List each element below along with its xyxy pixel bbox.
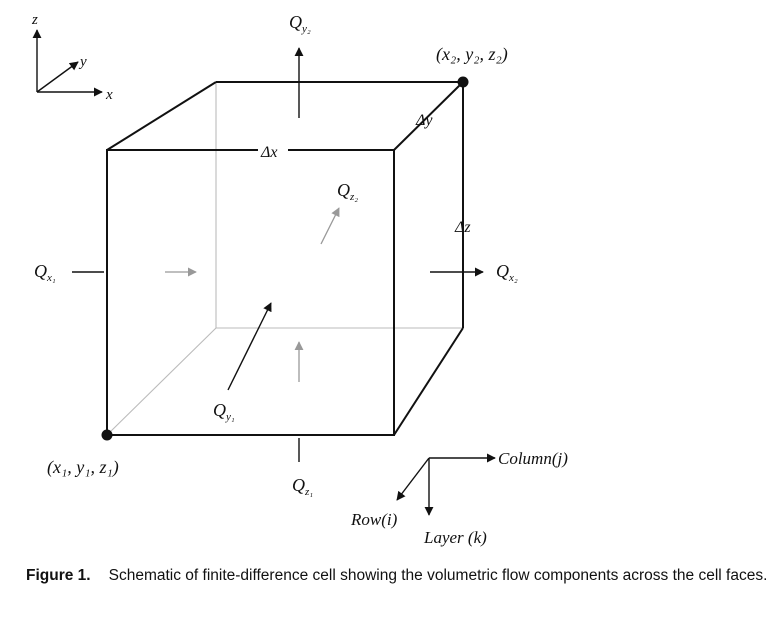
upper-corner-point bbox=[457, 76, 469, 88]
layer-axis-label: Layer (k) bbox=[423, 528, 487, 547]
x-axis-label: x bbox=[105, 87, 113, 103]
row-axis-arrow bbox=[396, 457, 430, 501]
qx2-label: Qx₂ bbox=[496, 261, 518, 284]
qy2-label: Qy₂ bbox=[289, 12, 311, 35]
qy1-arrow bbox=[227, 302, 272, 391]
lower-corner-label: (x₁, y₁, z₁) bbox=[47, 457, 119, 478]
upper-corner-label: (x₂, y₂, z₂) bbox=[436, 44, 508, 65]
axes-indicator: z x y bbox=[31, 12, 113, 103]
figure-caption: Figure 1. Schematic of finite-difference … bbox=[26, 566, 771, 586]
delta-z-label: Δz bbox=[454, 219, 471, 236]
bottom-right-edge bbox=[393, 327, 464, 436]
qx1-label: Qx₁ bbox=[34, 261, 56, 284]
hidden-edges bbox=[106, 82, 463, 436]
flow-arrows bbox=[72, 47, 484, 462]
figure-caption-label: Figure 1. bbox=[26, 567, 91, 584]
top-left-edge bbox=[106, 81, 217, 151]
qy1-label: Qy₁ bbox=[213, 400, 235, 423]
y-axis-label: y bbox=[78, 54, 87, 70]
finite-difference-cell-diagram: z x y (x₁, y₁, z₁) (x₂, y₂, z₂) Δx Δy Δz bbox=[31, 12, 568, 547]
z-axis-label: z bbox=[31, 12, 38, 28]
qz2-label: Qz₂ bbox=[337, 180, 358, 203]
top-right-edge bbox=[393, 81, 464, 151]
qz2-arrow bbox=[320, 207, 340, 245]
delta-y-label: Δy bbox=[415, 112, 433, 129]
figure-caption-text: Schematic of finite-difference cell show… bbox=[108, 567, 768, 584]
cube-edges bbox=[106, 81, 464, 436]
front-face bbox=[106, 149, 395, 436]
hidden-edge-diagonal bbox=[106, 327, 217, 436]
lower-corner-point bbox=[101, 429, 113, 441]
column-axis-label: Column(j) bbox=[498, 449, 568, 468]
delta-x-label: Δx bbox=[260, 144, 278, 161]
grid-index-axes: Column(j) Row(i) Layer (k) bbox=[350, 449, 568, 547]
y-axis-arrow bbox=[36, 61, 79, 93]
row-axis-label: Row(i) bbox=[350, 510, 398, 529]
qz1-label: Qz₁ bbox=[292, 475, 313, 498]
